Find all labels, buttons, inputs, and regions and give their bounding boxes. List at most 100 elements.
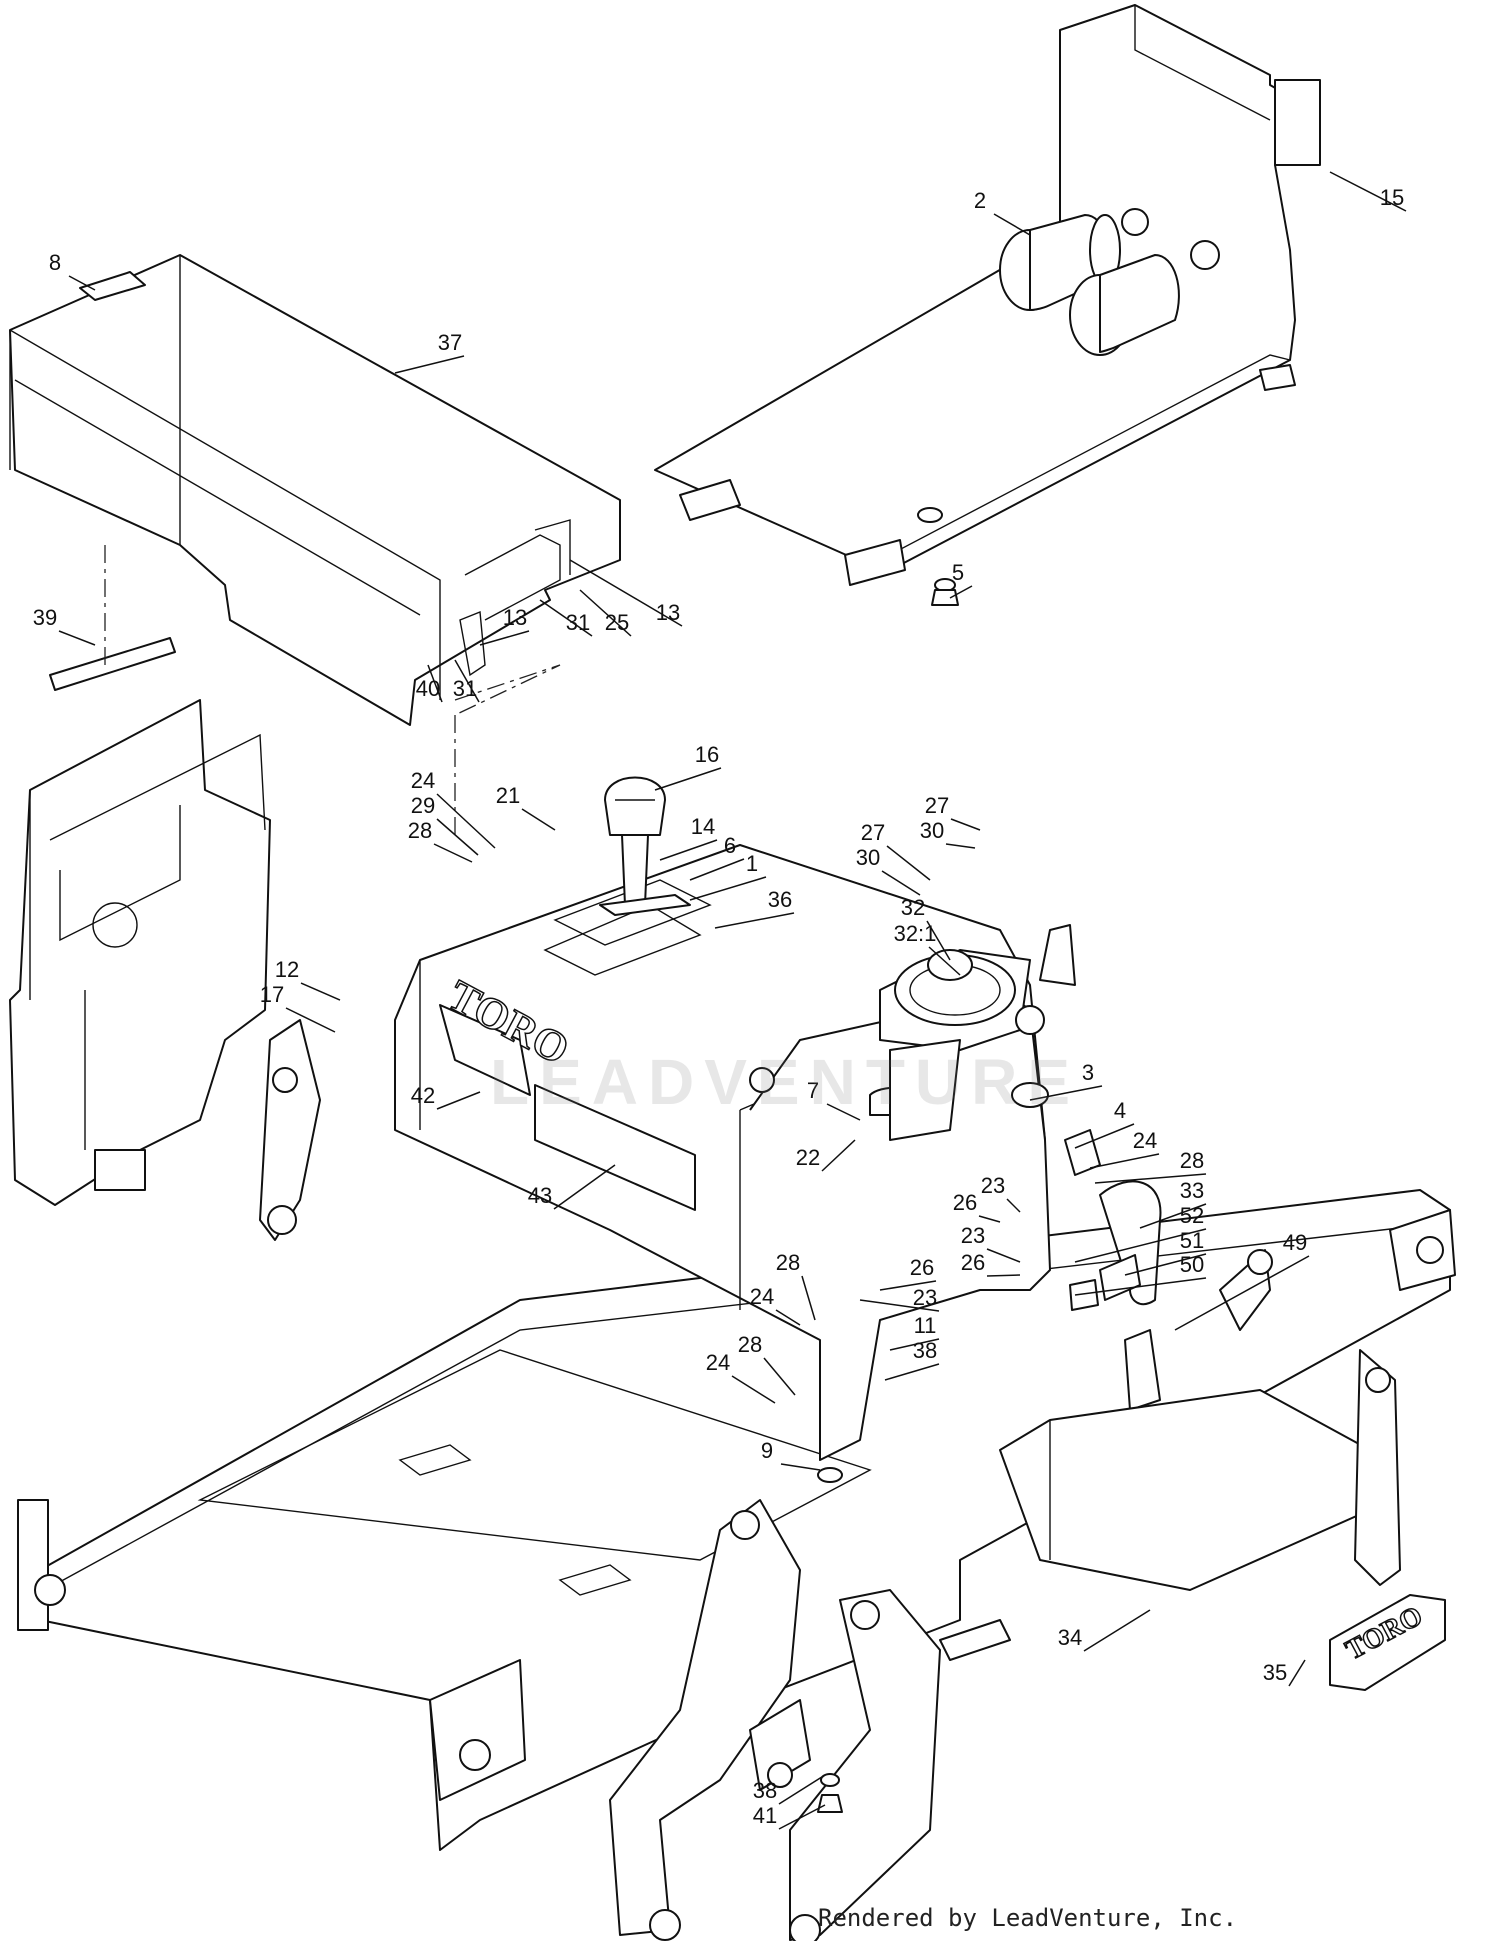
callout-label: 9	[761, 1438, 773, 1463]
decal-43	[534, 1084, 696, 1211]
callout-leader	[884, 1363, 940, 1381]
callout-leader	[1074, 1277, 1207, 1296]
callout-leader	[689, 876, 767, 901]
callout-leader	[454, 659, 480, 703]
callout-leader	[731, 1375, 776, 1404]
callout-leader	[285, 1007, 336, 1033]
callout-leader	[986, 1274, 1021, 1277]
filter-bracket-2	[654, 4, 1321, 606]
callout-leader	[763, 1357, 796, 1396]
callout-label: 36	[768, 887, 792, 912]
callout-leader	[427, 664, 443, 703]
callout-label: 23	[981, 1173, 1005, 1198]
decal-39	[49, 637, 176, 691]
callout-leader	[881, 870, 921, 896]
callout-label: 22	[796, 1145, 820, 1170]
callout-leader	[1029, 1085, 1103, 1101]
callout-leader	[945, 843, 976, 849]
right-bracket-49	[999, 1249, 1401, 1591]
callout-leader	[436, 1091, 481, 1110]
callout-leader	[821, 1139, 856, 1172]
callout-leader	[778, 1774, 826, 1805]
callout-leader	[539, 599, 593, 637]
washer-38	[820, 1773, 840, 1787]
callout-leader	[986, 1248, 1021, 1263]
callout-label: 28	[738, 1332, 762, 1357]
callout-leader	[579, 589, 632, 637]
callout-leader	[859, 1299, 940, 1312]
lift-arms	[609, 1499, 1011, 1941]
callout-leader	[801, 1275, 816, 1321]
callout-label: 7	[807, 1078, 819, 1103]
callout-label: 24	[706, 1350, 730, 1375]
callout-label: 38	[913, 1338, 937, 1363]
callout-label: 11	[914, 1313, 937, 1338]
callout-leader	[1074, 1228, 1207, 1263]
callout-leader	[714, 912, 795, 929]
callout-label: 5	[952, 560, 964, 585]
callout-label: 38	[753, 1778, 777, 1803]
callout-leader	[654, 767, 722, 791]
callout-label: 14	[691, 814, 715, 839]
callout-leader	[886, 845, 931, 881]
callout-label: 37	[438, 330, 462, 355]
watermark: LEADVENTURE	[490, 1046, 1081, 1118]
callout-leader	[394, 355, 465, 374]
callout-leader	[1094, 1173, 1207, 1184]
callout-leader	[436, 793, 496, 849]
callout-leader	[926, 920, 951, 961]
toro-plate-35: TORO	[1329, 1594, 1446, 1691]
callout-label: 26	[961, 1250, 985, 1275]
callout-label: 50	[1180, 1252, 1204, 1277]
callout-label: 16	[695, 742, 719, 767]
callout-label: 24	[1133, 1128, 1157, 1153]
callout-leader	[778, 1804, 826, 1830]
callout-label: 15	[1380, 185, 1404, 210]
callout-leader	[521, 808, 556, 831]
callout-label: 23	[961, 1223, 985, 1248]
callout-label: 42	[411, 1083, 435, 1108]
callout-label: 41	[753, 1803, 777, 1828]
decal-8	[79, 271, 146, 301]
callout-leader	[689, 858, 745, 881]
callout-label: 51	[1180, 1228, 1204, 1253]
callout-leader	[553, 1164, 616, 1210]
callout-label: 1	[746, 851, 758, 876]
callout-leader	[569, 559, 683, 627]
callout-label: 32	[901, 895, 925, 920]
callout-leader	[1139, 1203, 1207, 1229]
callout-label: 35	[1263, 1660, 1287, 1685]
callout-label: 4	[1114, 1098, 1126, 1123]
nut-41	[817, 1794, 843, 1813]
callout-label: 28	[1180, 1148, 1204, 1173]
callout-label: 28	[408, 818, 432, 843]
callout-leader	[433, 843, 473, 863]
callout-label: 26	[953, 1190, 977, 1215]
callout-leader	[58, 630, 96, 646]
callout-label: 23	[913, 1285, 937, 1310]
callout-label: 27	[861, 820, 885, 845]
callout-label: 31	[566, 610, 590, 635]
callout-leader	[1089, 1153, 1160, 1169]
callout-leader	[68, 275, 96, 291]
callout-label: 33	[1180, 1178, 1204, 1203]
callout-leader	[436, 818, 479, 856]
callout-label: 24	[411, 768, 435, 793]
callout-leader	[1124, 1253, 1207, 1276]
callout-label: 26	[910, 1255, 934, 1280]
callout-leader	[1074, 1123, 1135, 1149]
callout-label: 6	[724, 833, 736, 858]
callout-leader	[1006, 1198, 1021, 1213]
callout-leader	[1174, 1255, 1310, 1331]
callout-label: 12	[275, 957, 299, 982]
breather-cap-16	[599, 776, 691, 916]
callout-label: 31	[453, 676, 477, 701]
callout-label: 25	[605, 610, 629, 635]
callout-leader	[879, 1280, 937, 1291]
callout-label: 30	[856, 845, 880, 870]
callout-label: 8	[49, 250, 61, 275]
callout-leader	[1329, 171, 1407, 212]
callout-leader	[928, 946, 961, 976]
